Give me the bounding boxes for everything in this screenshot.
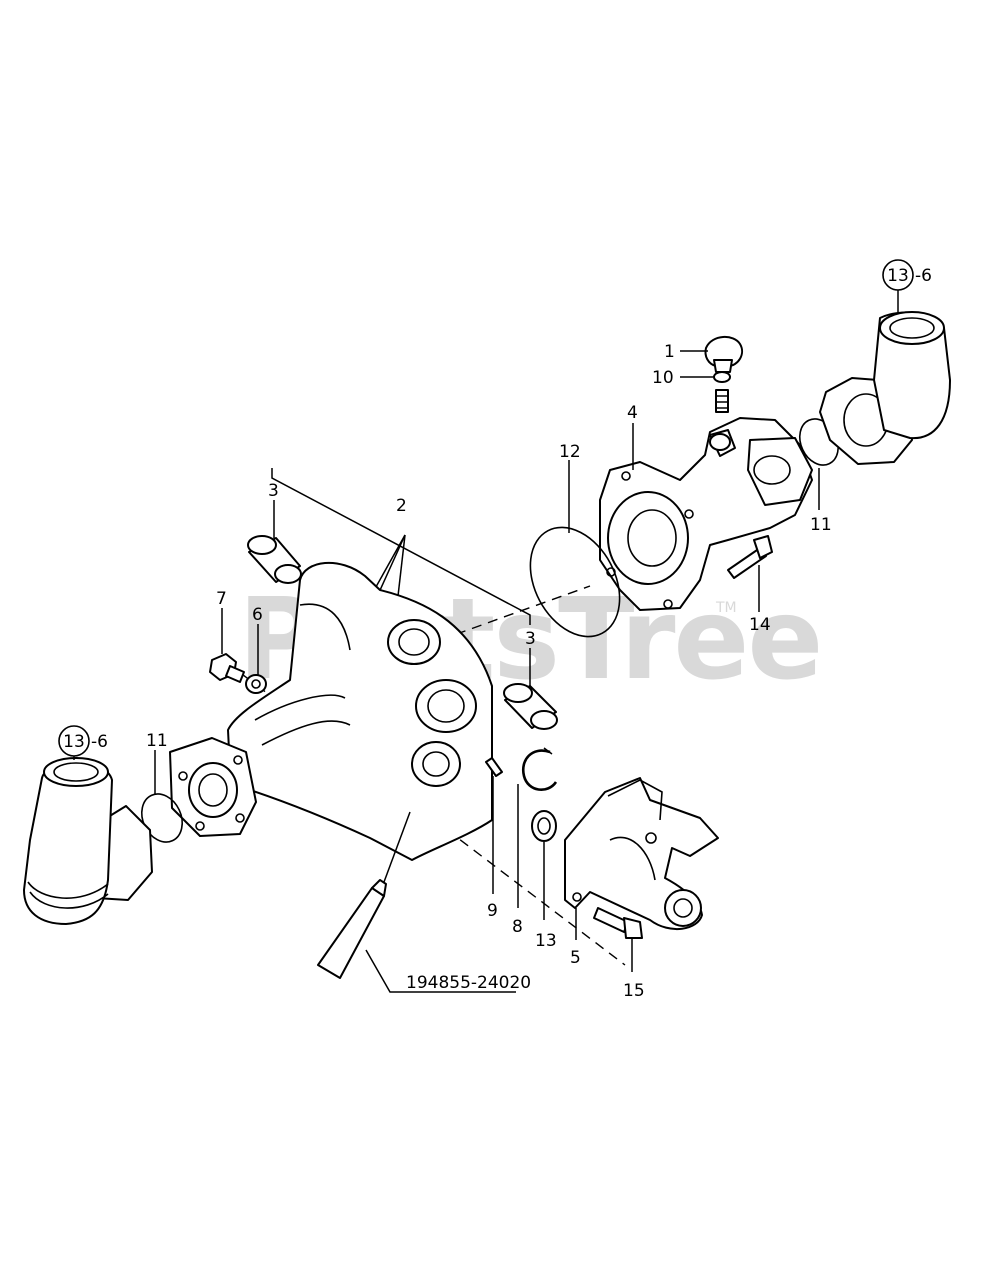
callout-top-right: 13 -6 (882, 259, 932, 291)
label-7: 7 (216, 589, 227, 609)
sealant-tube (317, 811, 411, 979)
label-13: 13 (535, 931, 557, 951)
bushing-middle (503, 683, 558, 730)
axle-housing (169, 562, 493, 861)
bolt-15 (593, 907, 643, 939)
label-12: 12 (559, 442, 581, 462)
breather-plug (704, 336, 744, 373)
label-3-middle: 3 (525, 629, 536, 649)
label-11-left: 11 (146, 731, 168, 751)
label-4: 4 (627, 403, 638, 423)
label-14: 14 (749, 615, 771, 635)
label-8: 8 (512, 917, 523, 937)
label-1: 1 (664, 342, 675, 362)
watermark-trademark: TM (715, 600, 737, 616)
bolt-14 (727, 535, 773, 579)
drain-plug (209, 653, 245, 683)
label-10: 10 (652, 368, 674, 388)
hub-flange-left (23, 757, 153, 925)
callout-left-suffix: -6 (91, 732, 108, 752)
label-3-top: 3 (268, 481, 279, 501)
label-2: 2 (396, 496, 407, 516)
callout-top-right-suffix: -6 (915, 266, 932, 286)
label-6: 6 (252, 605, 263, 625)
gear-case (599, 417, 813, 611)
washer-6 (245, 674, 267, 694)
label-5: 5 (570, 948, 581, 968)
callout-left-number: 13 (63, 732, 85, 752)
oil-seal (531, 810, 557, 842)
leader-lines (73, 290, 899, 993)
large-o-ring (529, 526, 621, 638)
hub-flange-right (819, 311, 951, 465)
callout-left: 13 -6 (58, 725, 108, 757)
snap-ring (521, 747, 558, 791)
sealant-part-number: 194855-24020 (406, 973, 531, 993)
part-labels: 1 10 4 12 11 14 2 3 3 7 6 11 9 8 13 5 15… (146, 342, 832, 1001)
label-15: 15 (623, 981, 645, 1001)
callout-top-right-number: 13 (887, 266, 909, 286)
o-ring-10 (713, 371, 731, 383)
pin (485, 757, 503, 777)
breather-spring (715, 389, 729, 413)
bracket-housing (564, 777, 719, 931)
bushing-top (247, 535, 302, 584)
label-11-right: 11 (810, 515, 832, 535)
label-9: 9 (487, 901, 498, 921)
